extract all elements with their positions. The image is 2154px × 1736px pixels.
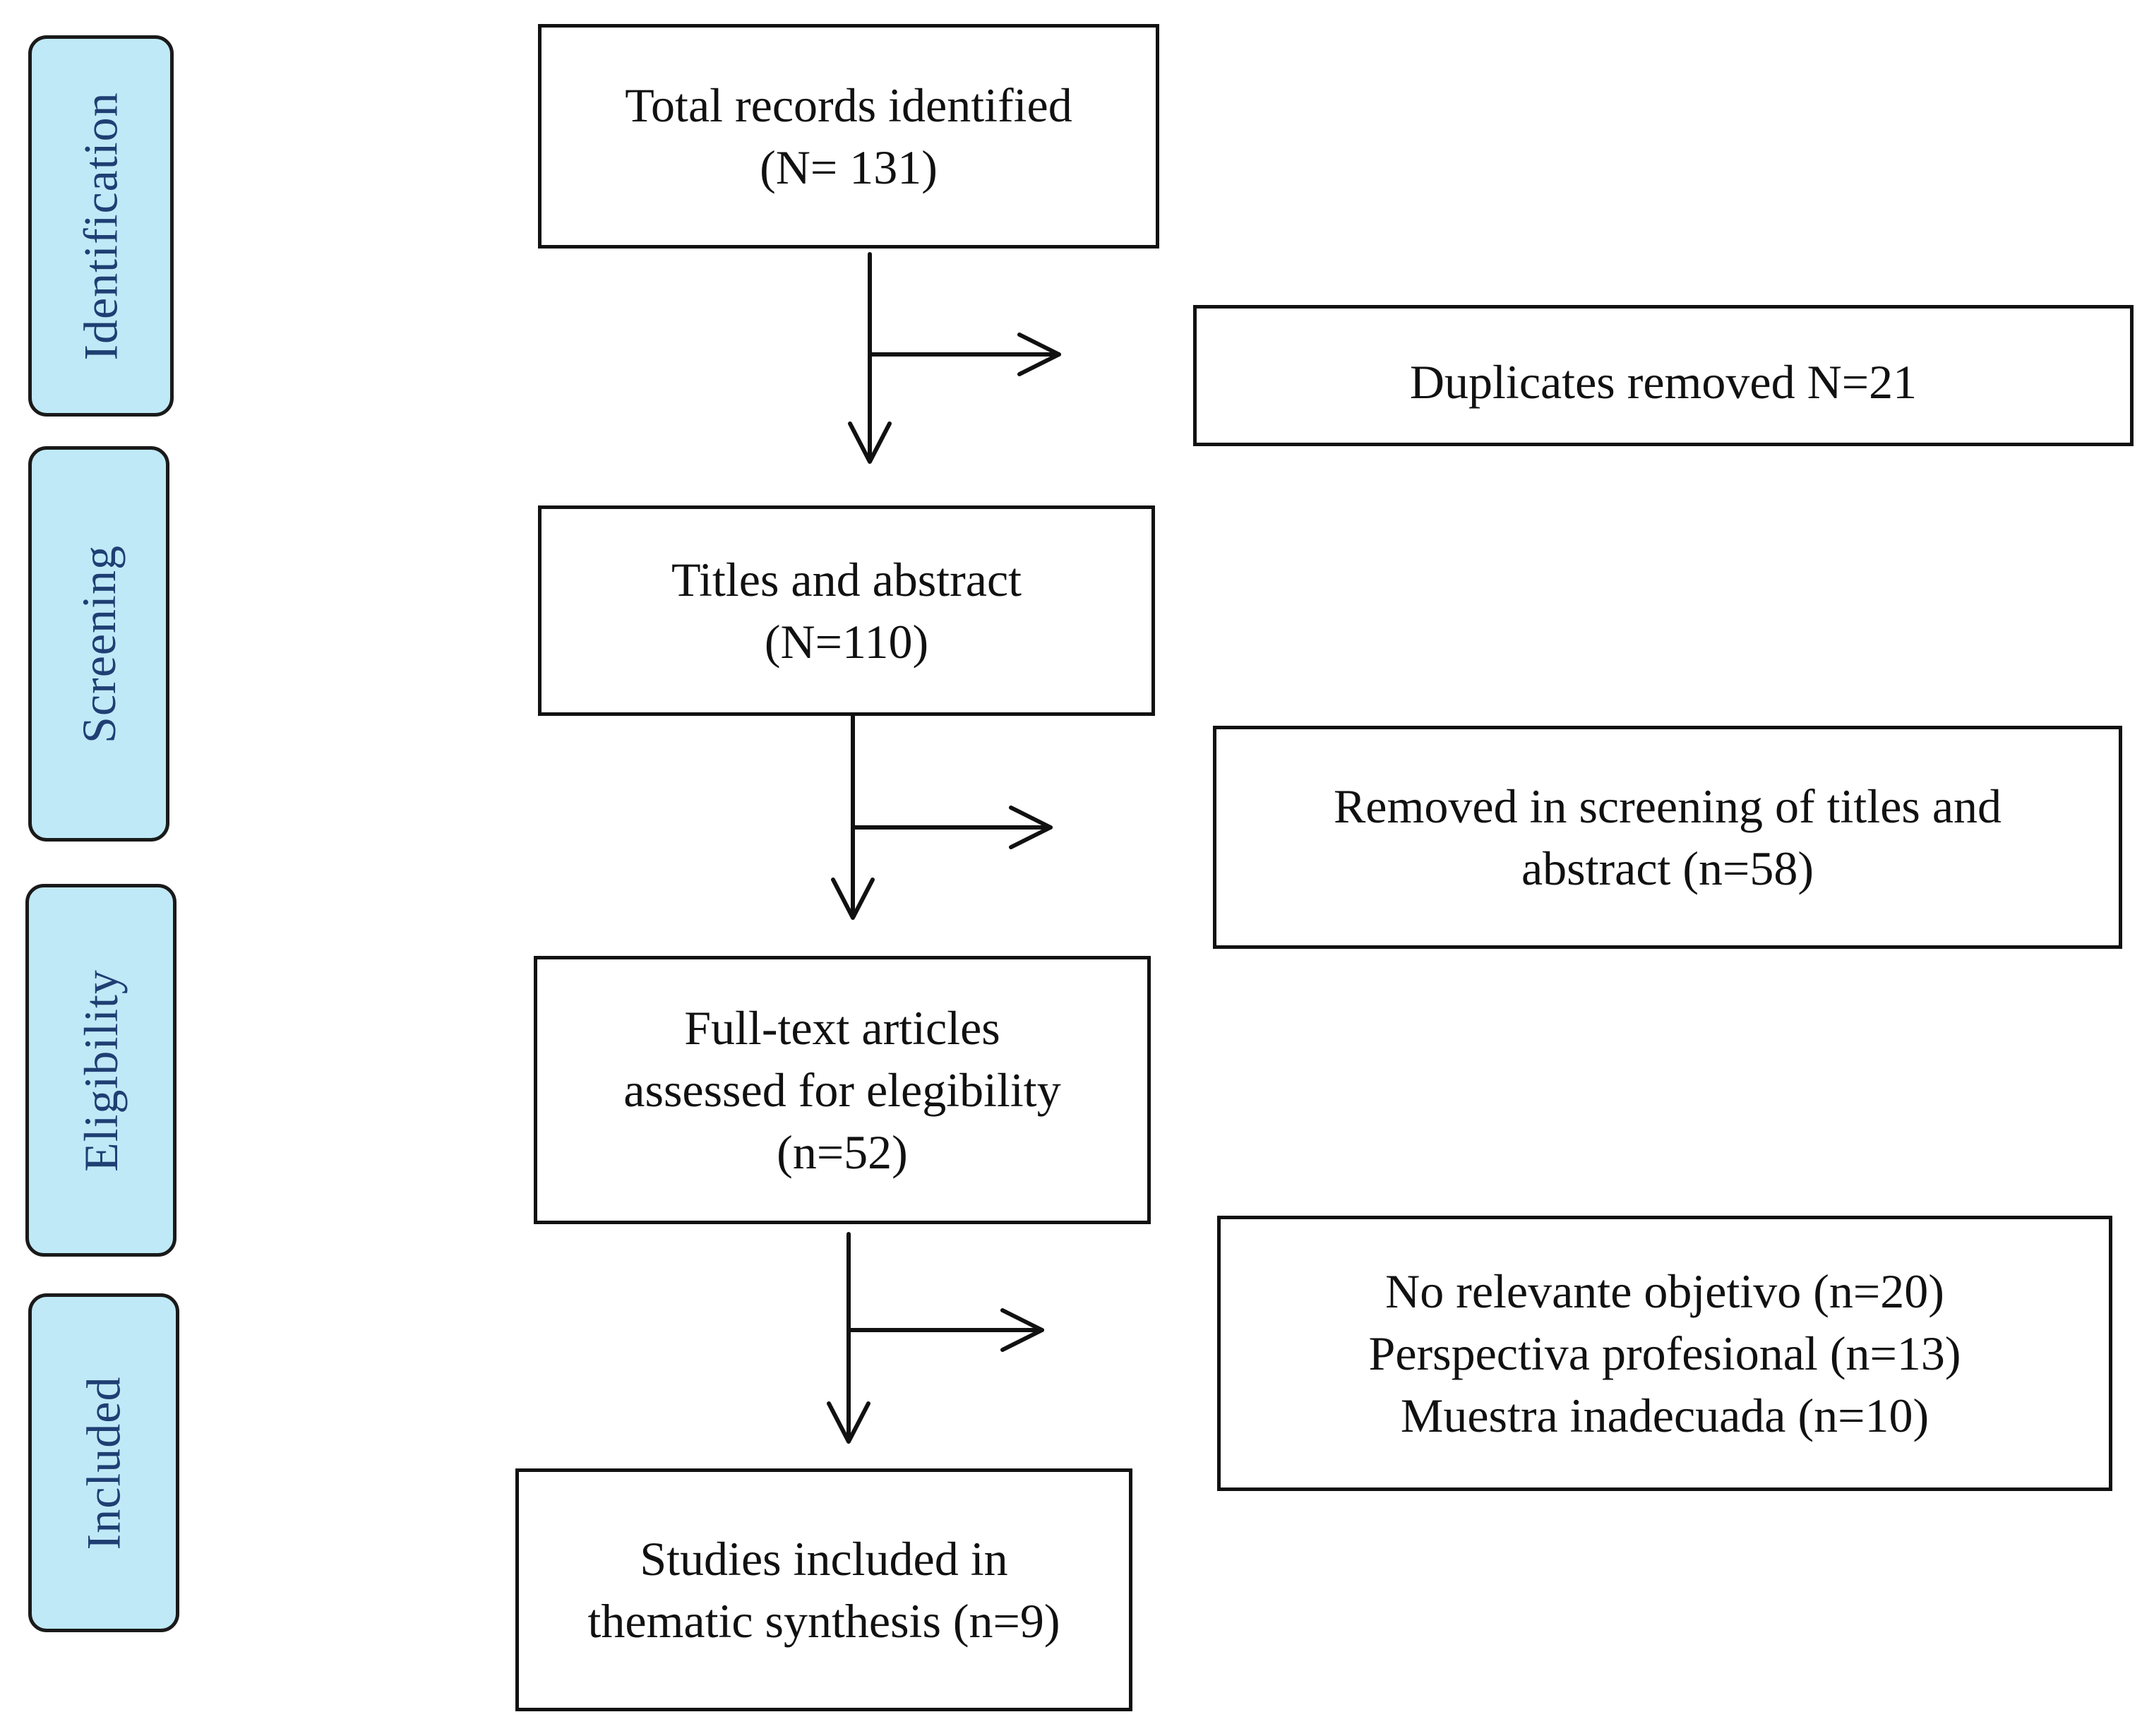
screening-removed-line-2: abstract (n=58) — [1521, 842, 1814, 895]
stage-label-eligibility: Eligibility — [25, 884, 176, 1257]
arrowhead-eligibility-to-included — [827, 1401, 870, 1444]
studies-included-box: Studies included in thematic synthesis (… — [515, 1468, 1132, 1711]
duplicates-removed-box: Duplicates removed N=21 — [1193, 305, 2134, 446]
fulltext-excluded-line-3: Muestra inadecuada (n=10) — [1400, 1389, 1929, 1442]
studies-included-line-2: thematic synthesis (n=9) — [587, 1594, 1060, 1648]
stage-label-included: Included — [28, 1293, 179, 1632]
titles-abstract-line-2: (N=110) — [764, 615, 929, 669]
full-text-eligibility-line-2: assessed for elegibility — [623, 1063, 1061, 1117]
full-text-eligibility-box: Full-text articles assessed for elegibil… — [534, 956, 1151, 1224]
studies-included-line-1: Studies included in — [640, 1532, 1008, 1586]
stage-label-screening-text: Screening — [71, 544, 126, 743]
stage-label-included-text: Included — [76, 1376, 131, 1550]
records-identified-line-1: Total records identified — [625, 78, 1072, 132]
fulltext-excluded-box: No relevante objetivo (n=20) Perspectiva… — [1217, 1216, 2112, 1491]
records-identified-line-2: (N= 131) — [760, 140, 938, 194]
full-text-eligibility-line-3: (n=52) — [777, 1125, 908, 1179]
arrowhead-to-screening-removed — [1009, 806, 1053, 849]
titles-abstract-line-1: Titles and abstract — [671, 553, 1022, 606]
stage-label-identification-text: Identification — [73, 91, 128, 361]
fulltext-excluded-line-2: Perspectiva profesional (n=13) — [1368, 1327, 1961, 1380]
duplicates-removed-line-1: Duplicates removed N=21 — [1409, 355, 1917, 409]
stage-label-eligibility-text: Eligibility — [73, 969, 128, 1172]
records-identified-box: Total records identified (N= 131) — [538, 24, 1159, 249]
arrowhead-identified-to-screening — [848, 421, 892, 464]
arrowhead-to-fulltext-excluded — [1000, 1308, 1044, 1352]
stage-label-identification: Identification — [28, 35, 174, 417]
fulltext-excluded-line-1: No relevante objetivo (n=20) — [1385, 1264, 1944, 1318]
arrowhead-to-duplicates — [1017, 333, 1061, 376]
screening-removed-line-1: Removed in screening of titles and — [1333, 779, 2002, 833]
screening-removed-box: Removed in screening of titles and abstr… — [1213, 726, 2122, 949]
arrowhead-screening-to-eligibility — [831, 878, 875, 920]
full-text-eligibility-line-1: Full-text articles — [684, 1001, 1000, 1055]
titles-abstract-box: Titles and abstract (N=110) — [538, 505, 1155, 716]
stage-label-screening: Screening — [28, 446, 169, 842]
